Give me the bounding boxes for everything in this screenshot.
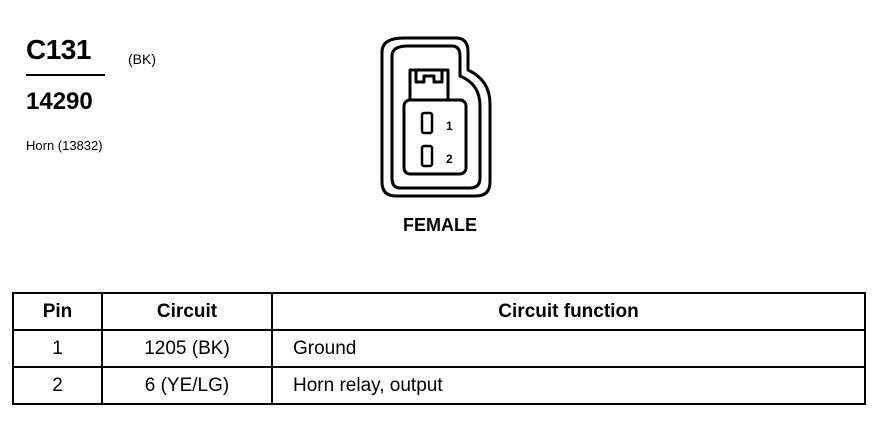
terminal-1-cavity bbox=[420, 111, 434, 135]
part-number: 14290 bbox=[26, 88, 93, 115]
connector-color-code: (BK) bbox=[128, 51, 156, 67]
terminal-1-label: 1 bbox=[446, 119, 453, 133]
connector-face-diagram: 1 2 bbox=[380, 36, 492, 198]
connector-outer-shell bbox=[380, 36, 492, 198]
circuit-cell: 1205 (BK) bbox=[101, 329, 273, 368]
component-name: Horn (13832) bbox=[26, 138, 103, 153]
terminal-cavity-block bbox=[402, 98, 468, 176]
table-header-row: Pin Circuit Circuit function bbox=[12, 292, 866, 331]
pin-cell: 1 bbox=[12, 329, 103, 368]
connector-id: C131 bbox=[26, 34, 91, 65]
terminal-2-cavity bbox=[420, 144, 434, 168]
table-row: 1 1205 (BK) Ground bbox=[12, 329, 866, 368]
table-row: 2 6 (YE/LG) Horn relay, output bbox=[12, 366, 866, 405]
connector-gender-label: FEMALE bbox=[403, 215, 477, 235]
circuit-function-cell: Ground bbox=[271, 329, 866, 368]
pin-cell: 2 bbox=[12, 366, 103, 405]
column-header-circuit-function: Circuit function bbox=[271, 292, 866, 331]
circuit-function-cell: Horn relay, output bbox=[271, 366, 866, 405]
column-header-pin: Pin bbox=[12, 292, 103, 331]
circuit-cell: 6 (YE/LG) bbox=[101, 366, 273, 405]
pinout-table: Pin Circuit Circuit function 1 1205 (BK)… bbox=[12, 292, 866, 405]
locking-tab-notch bbox=[414, 70, 444, 84]
column-header-circuit: Circuit bbox=[101, 292, 273, 331]
terminal-2-label: 2 bbox=[446, 152, 453, 166]
connector-id-underline bbox=[26, 74, 105, 76]
connector-inner-shell bbox=[390, 44, 482, 190]
